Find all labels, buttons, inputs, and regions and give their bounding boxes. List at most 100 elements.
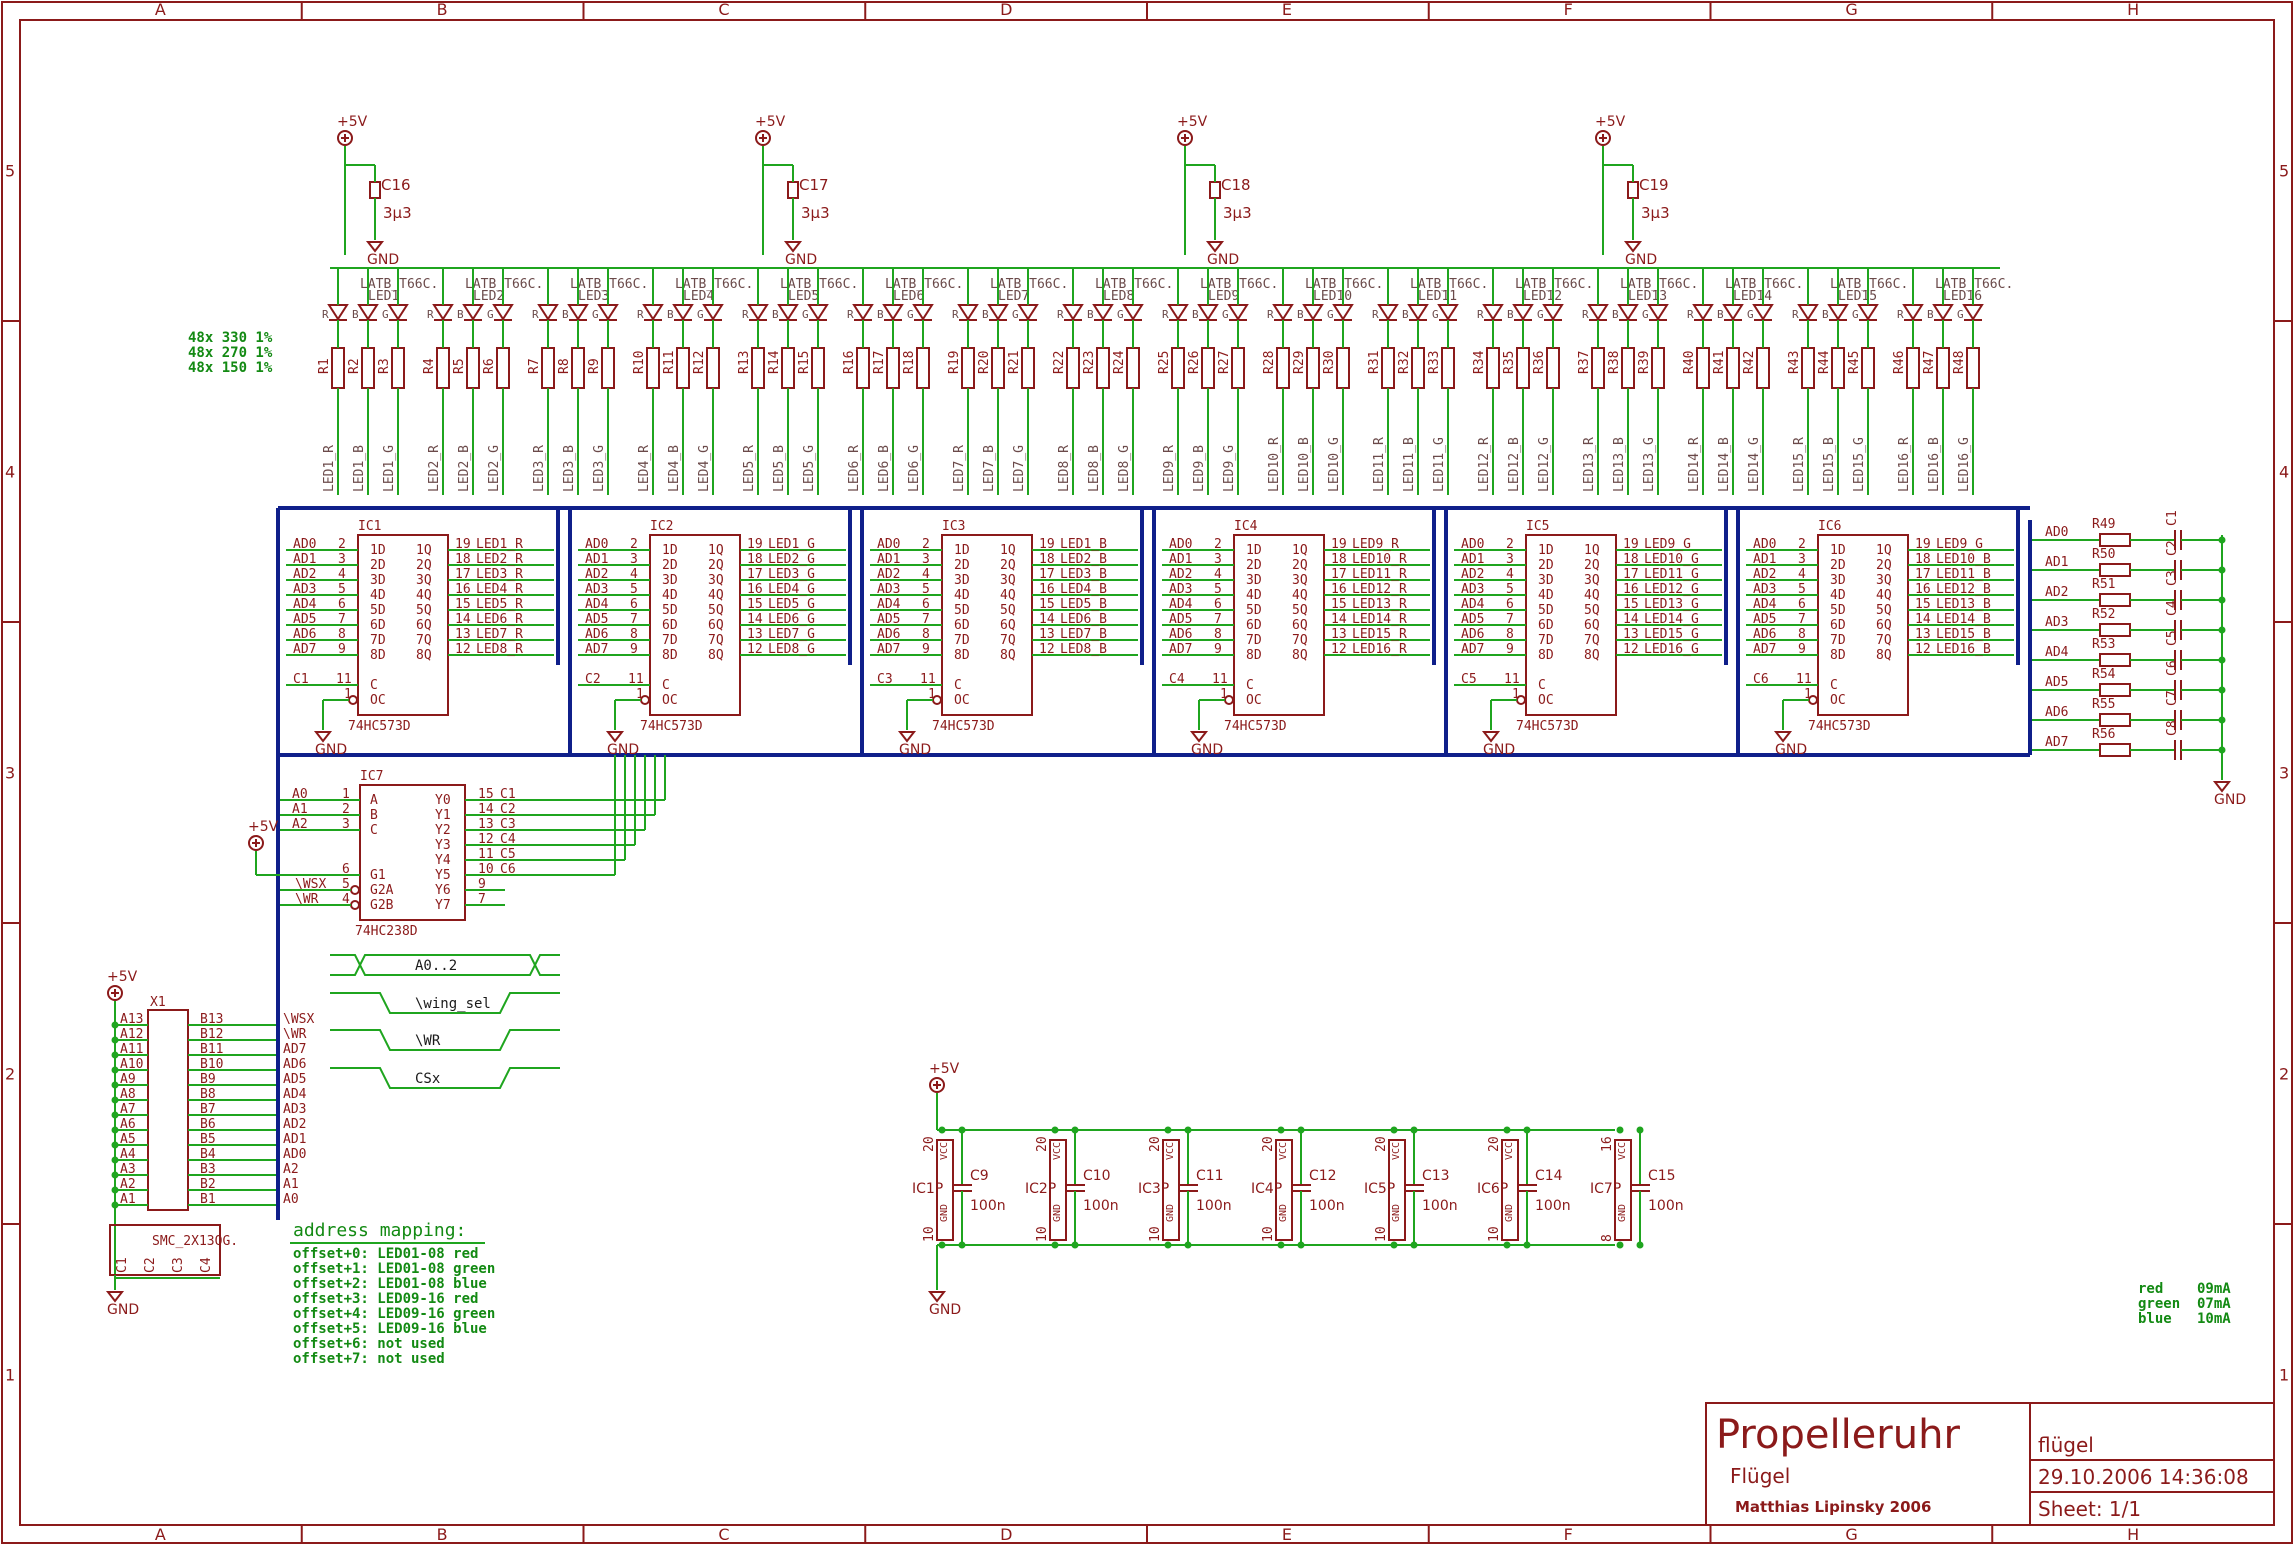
decoupling-cap-value: 100n [970,1198,1006,1214]
input-net: AD3 [877,582,900,597]
ic-ref: IC1 [358,519,381,534]
led-pin-letter: B [982,308,989,321]
pin-name: 3Q [1584,573,1600,588]
pin-name: 1D [954,543,970,558]
junction-dot [1051,1241,1059,1249]
led-ref: LED8 [1103,289,1134,304]
pin-name: G1 [370,868,386,883]
led-diode [1827,304,1849,321]
resistor-body [1516,347,1530,389]
resistor-body [571,347,585,389]
pin-name: 2Q [1000,558,1016,573]
rc-resistor-ref: R51 [2092,577,2115,592]
resistor-note: 48x 270 1% [188,345,273,361]
resistor-ref: R9 [587,358,602,374]
pin-num: 5 [1214,582,1222,597]
pin-num: 7 [338,612,346,627]
pin-name: 7D [1830,633,1846,648]
input-net: AD4 [293,597,317,612]
junction-dot [111,1051,119,1059]
resistor-body [961,347,975,389]
junction-dot [938,1241,946,1249]
ground-symbol [927,1291,947,1303]
connector-right-pin: B13 [200,1012,223,1027]
decoupling-cap-ref: C14 [1535,1168,1563,1184]
output-net: LED12_G [1644,582,1699,597]
resistor-body [1651,347,1665,389]
latch-cs-net: C1 [293,672,309,687]
pin-name: Y1 [435,808,451,823]
junction-dot [111,1021,119,1029]
pin-name: 7Q [1292,633,1308,648]
led-pin-letter: B [352,308,359,321]
led-pin-letter: B [1297,308,1304,321]
resistor-ref: R10 [632,351,647,374]
resistor-body [1336,347,1350,389]
input-net: AD1 [1461,552,1484,567]
pin-name: 4Q [1876,588,1892,603]
rc-cap-ref: C3 [2165,570,2180,586]
led-diode [912,304,934,321]
net-label: LED12_R [1477,437,1492,492]
pin-num: 11 [336,672,352,687]
led-diode [1932,304,1954,321]
resistor-ref: R1 [317,358,332,374]
decoupling-cap-ref: C11 [1196,1168,1224,1184]
led-diode [1017,304,1039,321]
rc-net: AD1 [2045,555,2068,570]
led-part-name: LATB_T66C. [885,277,963,292]
pin-num: 13 [1915,627,1931,642]
pin-name: 3Q [416,573,432,588]
pin-name: 5D [1246,603,1262,618]
output-net: LED16_R [1352,642,1407,657]
resistor-ref: R18 [902,351,917,374]
led-pin-letter: R [1267,308,1274,321]
pin-num: 1 [928,687,936,702]
junction-dot [111,1156,119,1164]
output-net: LED14_G [1644,612,1699,627]
junction-dot [111,1141,119,1149]
pin-name: 6Q [708,618,724,633]
net-label: LED9_B [1192,445,1207,492]
net-label: LED12_G [1537,437,1552,492]
junction-dot [1616,1241,1624,1249]
connector-left-pin: A7 [120,1102,136,1117]
net-label: LED13_G [1642,437,1657,492]
output-net: LED15_B [1936,627,1991,642]
connector-net: AD2 [283,1117,306,1132]
net-label: LED8_G [1117,445,1132,492]
pin-name: Y4 [435,853,451,868]
input-net: AD2 [1461,567,1484,582]
supply-symbol [337,130,353,146]
decoupling-section: +5VGNDVCCGND2010IC1PC9100nVCCGND2010IC2P… [912,1061,1684,1318]
led-pin-letter: B [877,308,884,321]
pin-num: 14 [478,802,494,817]
column-marker-bottom: H [2127,1525,2139,1544]
resistor-body [1201,347,1215,389]
ground-symbol [605,731,625,743]
junction-dot [111,1171,119,1179]
input-net: AD6 [877,627,900,642]
pin-name: 3D [1538,573,1554,588]
resistor-note: 48x 330 1% [188,330,273,346]
pin-num: 2 [922,537,930,552]
junction-dot [1051,1126,1059,1134]
net-label: LED11_B [1402,437,1417,492]
output-net: LED14_R [1352,612,1407,627]
junction-dot [1523,1126,1531,1134]
pin-num: 8 [338,627,346,642]
input-net: AD4 [877,597,901,612]
pin-num: 9 [1214,642,1222,657]
enable-net: \WR [295,892,319,907]
net-label: LED1_G [382,445,397,492]
input-net: AD7 [877,642,900,657]
connector-left-pin: A13 [120,1012,143,1027]
pin-name: 2D [954,558,970,573]
ic-part: 74HC573D [1516,719,1579,734]
ic-power-ref: IC5P [1364,1181,1395,1197]
pin-name: 4Q [1000,588,1016,603]
pin-num: 3 [630,552,638,567]
ground-symbol [1773,731,1793,743]
pin-name: 4D [954,588,970,603]
output-net: LED10_B [1936,552,1991,567]
